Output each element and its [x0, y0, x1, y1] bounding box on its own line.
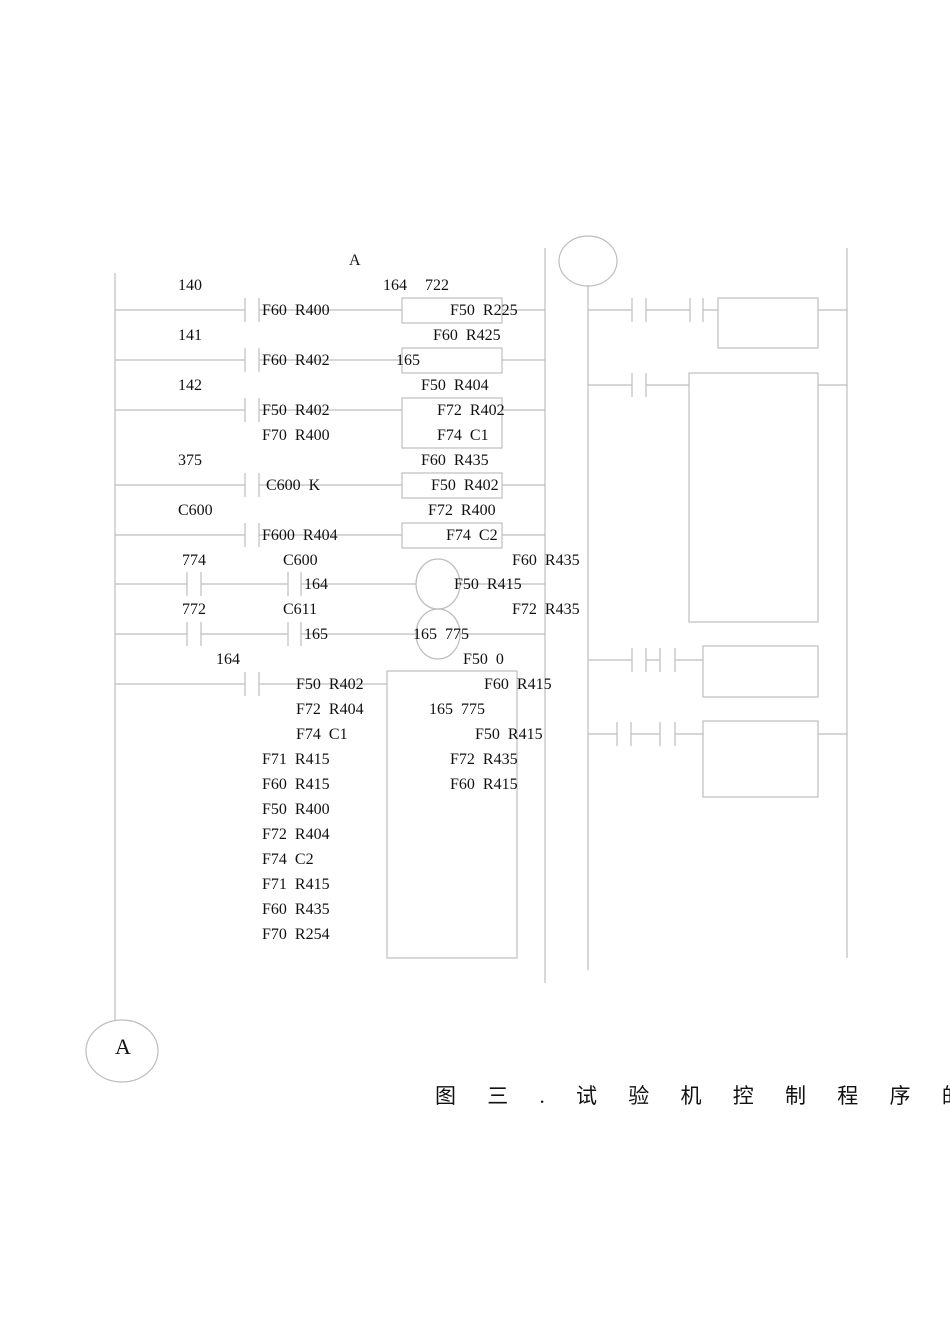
instruction: F50 R400: [262, 801, 330, 818]
right-rung-3: [588, 645, 819, 698]
coil-text: F50 R415: [454, 576, 522, 593]
instruction: F72 R404: [262, 826, 330, 843]
connector-circle-bottom: [85, 1019, 159, 1083]
box-top-label: F60 R425: [433, 327, 501, 344]
instruction: F70 R254: [262, 926, 330, 943]
rung-140: [115, 297, 545, 324]
instruction: F72 R404: [296, 701, 364, 718]
box-text: F74 C2: [446, 527, 498, 544]
box-top-label: F60 R435: [421, 452, 489, 469]
contact-label: 164: [216, 651, 240, 668]
instruction: F60 R400: [262, 302, 330, 319]
right-label: F60 R435: [512, 552, 580, 569]
contact-label: 141: [178, 327, 202, 344]
box-text: F72 R402: [437, 402, 505, 419]
box-text: F50 R415: [475, 726, 543, 743]
instruction: F74 C1: [296, 726, 348, 743]
contact-label: 772: [182, 601, 206, 618]
contact-label: 140: [178, 277, 202, 294]
instruction: F74 C2: [262, 851, 314, 868]
coil-text: 165 775: [413, 626, 469, 643]
box-top-label: 722: [425, 277, 449, 294]
contact-label: 774: [182, 552, 206, 569]
instruction: F60 R402: [262, 352, 330, 369]
contact-label: C600: [178, 502, 213, 519]
box-text: F72 R435: [450, 751, 518, 768]
instruction: 165: [304, 626, 328, 643]
rung-772: [115, 608, 545, 660]
box-text: F60 R415: [450, 776, 518, 793]
instruction: C600 K: [266, 477, 321, 494]
rung-c600: [115, 522, 545, 549]
connector-label-top: A: [349, 252, 361, 269]
instruction: F50 R402: [262, 402, 330, 419]
contact-label: C611: [283, 601, 318, 618]
box-top-label: 164: [383, 277, 407, 294]
contact-label: 142: [178, 377, 202, 394]
rung-774: [115, 558, 545, 610]
connector-circle-top: [558, 235, 618, 287]
box-text: 165: [396, 352, 420, 369]
box-text: 165 775: [429, 701, 485, 718]
box-text: F74 C1: [437, 427, 489, 444]
box-text: F50 R225: [450, 302, 518, 319]
right-rung-2: [588, 372, 847, 623]
box-text: F50 R402: [431, 477, 499, 494]
right-label: F72 R435: [512, 601, 580, 618]
right-rung-4: [588, 720, 847, 798]
right-rung-1: [588, 297, 847, 349]
rung-375: [115, 472, 545, 499]
instruction: F600 R404: [262, 527, 338, 544]
contact-label: 375: [178, 452, 202, 469]
rung-141: [115, 347, 545, 374]
contact-label: C600: [283, 552, 318, 569]
instruction: F60 R435: [262, 901, 330, 918]
figure-caption: 图 三 . 试 验 机 控 制 程 序 的 梯 形 图: [435, 1084, 950, 1108]
rung-164: [115, 670, 518, 959]
connector-label-bottom: A: [115, 1034, 131, 1059]
box-top-label: F50 R404: [421, 377, 489, 394]
box-text: F60 R415: [484, 676, 552, 693]
box-top-label: F50 0: [463, 651, 504, 668]
instruction: 164: [304, 576, 328, 593]
box-top-label: F72 R400: [428, 502, 496, 519]
instruction: F71 R415: [262, 751, 330, 768]
instruction: F70 R400: [262, 427, 330, 444]
rung-142: [115, 397, 545, 449]
instruction: F60 R415: [262, 776, 330, 793]
instruction: F71 R415: [262, 876, 330, 893]
instruction: F50 R402: [296, 676, 364, 693]
